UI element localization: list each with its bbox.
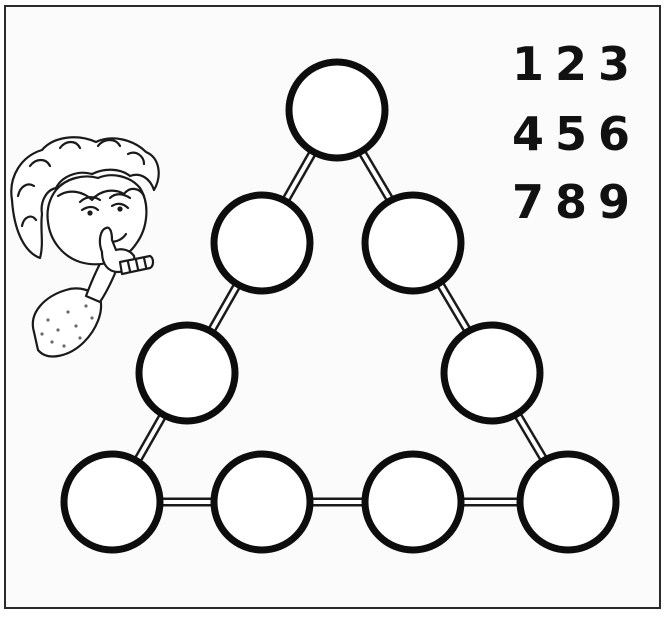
digit-4: 4 — [512, 107, 544, 161]
circle-bottom-4[interactable] — [520, 454, 616, 550]
digit-grid: 1 2 3 4 5 6 7 8 9 — [512, 37, 630, 229]
digit-8: 8 — [555, 175, 587, 229]
digit-2: 2 — [555, 37, 587, 91]
digit-6: 6 — [598, 107, 630, 161]
circle-right-lower[interactable] — [444, 325, 540, 421]
digit-5: 5 — [555, 107, 587, 161]
circle-top[interactable] — [289, 62, 385, 158]
circle-bottom-2[interactable] — [214, 454, 310, 550]
digit-7: 7 — [512, 175, 544, 229]
boy-pupil-right — [117, 206, 122, 211]
circle-left-lower[interactable] — [139, 325, 235, 421]
digit-9: 9 — [598, 175, 630, 229]
digit-1: 1 — [512, 37, 544, 91]
digit-3: 3 — [598, 37, 630, 91]
circle-right-upper[interactable] — [365, 195, 461, 291]
circle-bottom-3[interactable] — [365, 454, 461, 550]
circle-bottom-1[interactable] — [64, 454, 160, 550]
edge-right — [337, 110, 568, 500]
triangle-edges — [112, 110, 568, 505]
thinking-boy-icon — [11, 137, 158, 356]
circle-left-upper[interactable] — [214, 195, 310, 291]
boy-pupil-left — [87, 210, 92, 215]
